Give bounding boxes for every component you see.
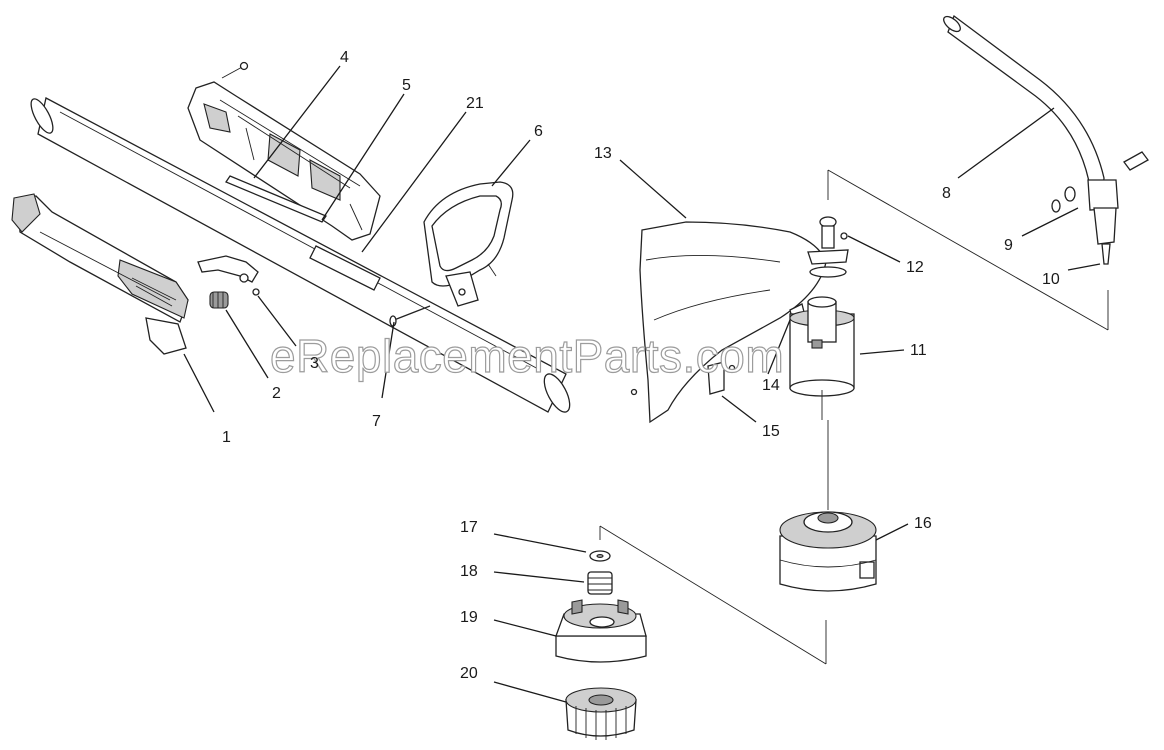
callout-labels: 1 2 3 4 5 21 6 7 8 9 10 11 12 13 14 15 1… — [222, 49, 1060, 682]
callout-16: 16 — [914, 515, 932, 532]
assembly-guide-lines — [827, 169, 1109, 331]
callout-6: 6 — [534, 123, 543, 140]
callout-1: 1 — [222, 429, 231, 446]
leader-8 — [957, 107, 1055, 179]
drive-shaft-tube-part — [30, 97, 571, 413]
leader-7 — [381, 321, 395, 399]
bump-knob-part — [565, 687, 637, 740]
leader-lines — [183, 65, 1101, 703]
callout-15: 15 — [762, 423, 780, 440]
callout-18: 18 — [460, 563, 478, 580]
washers-part — [1051, 186, 1076, 213]
callout-21: 21 — [466, 95, 484, 112]
leader-20 — [493, 681, 567, 703]
leader-6 — [491, 139, 531, 187]
leader-14 — [767, 319, 791, 375]
leader-21 — [361, 111, 467, 253]
shaft-clamp-part — [1087, 151, 1149, 265]
handle-grip-part — [11, 193, 189, 355]
leader-15 — [721, 395, 757, 423]
callout-8: 8 — [942, 185, 951, 202]
guard-clamp-part — [807, 216, 849, 278]
leader-9 — [1021, 207, 1079, 237]
callout-11: 11 — [910, 342, 927, 359]
callout-4: 4 — [340, 49, 349, 66]
bottom-guide-lines — [599, 525, 827, 665]
gear-head-part — [789, 296, 855, 420]
top-bolt-part — [221, 61, 249, 79]
handle-housing-part — [187, 81, 381, 241]
callout-5: 5 — [402, 77, 411, 94]
leader-3 — [257, 295, 297, 347]
trimmer-head-part — [779, 420, 877, 592]
callout-20: 20 — [460, 665, 478, 682]
callout-19: 19 — [460, 609, 478, 626]
trigger-part — [197, 255, 260, 296]
callout-7: 7 — [372, 413, 381, 430]
decal-part — [309, 245, 381, 291]
washer-part — [589, 550, 611, 562]
head-spring-part — [587, 571, 613, 595]
leader-17 — [493, 533, 587, 553]
leader-5 — [321, 93, 405, 221]
callout-9: 9 — [1004, 237, 1013, 254]
callout-10: 10 — [1042, 271, 1060, 288]
callout-12: 12 — [906, 259, 924, 276]
callout-2: 2 — [272, 385, 281, 402]
loop-handle-part — [423, 181, 514, 307]
leader-1 — [183, 353, 215, 413]
bracket-part — [630, 361, 736, 396]
spool-part — [555, 599, 647, 663]
leader-16 — [875, 523, 909, 541]
leader-12 — [847, 235, 901, 263]
watermark-text: eReplacementParts.com — [270, 330, 784, 382]
callout-13: 13 — [594, 145, 612, 162]
callout-14: 14 — [762, 377, 780, 394]
leader-11 — [859, 349, 905, 355]
callout-17: 17 — [460, 519, 478, 536]
leader-2 — [225, 309, 269, 379]
spring-part — [209, 291, 229, 309]
leader-13 — [619, 159, 687, 219]
leader-18 — [493, 571, 585, 583]
leader-4 — [253, 65, 341, 179]
callout-3: 3 — [310, 355, 319, 372]
leader-19 — [493, 619, 557, 637]
leader-10 — [1067, 263, 1101, 271]
